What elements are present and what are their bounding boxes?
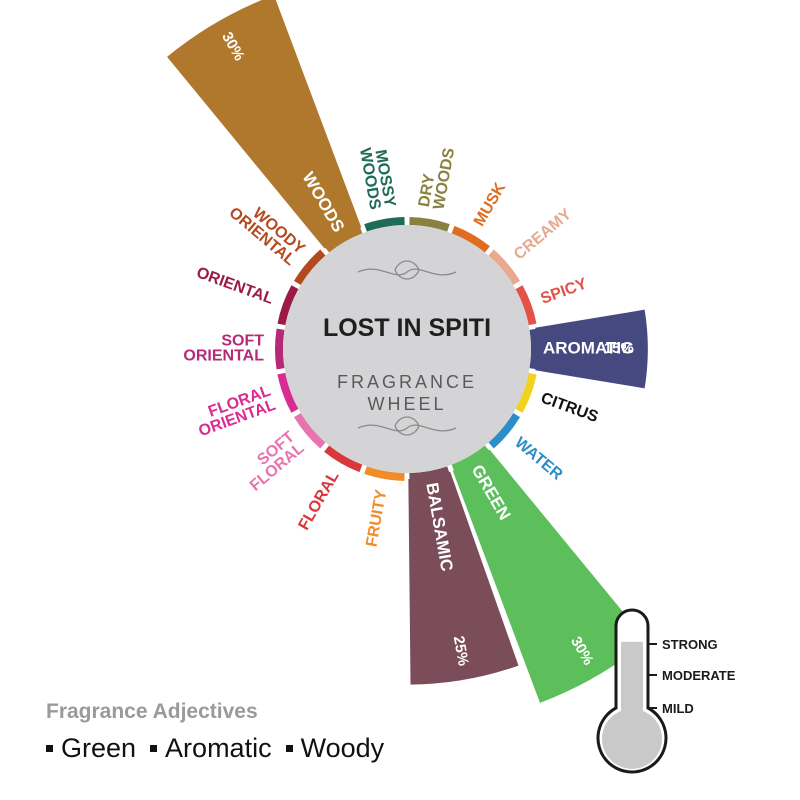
bullet-icon xyxy=(150,745,158,752)
ring-segment-citrus xyxy=(515,372,537,413)
wedge-aromatic xyxy=(535,309,648,389)
segment-label-soft-oriental: ORIENTAL xyxy=(183,348,264,365)
segment-label-dry-woods: DRY xyxy=(416,172,439,208)
ring-segment-water xyxy=(488,413,521,449)
segment-label-creamy: CREAMY xyxy=(511,206,575,264)
segment-label-fruity: FRUITY xyxy=(363,488,390,548)
ring-segment-woods xyxy=(324,225,363,253)
ring-segment-creamy xyxy=(488,249,521,285)
adjective-label: Woody xyxy=(300,733,385,763)
center-title: LOST IN SPITI xyxy=(323,314,491,342)
center-subtitle-line1: FRAGRANCE xyxy=(337,372,477,392)
thermometer-fill xyxy=(602,641,663,769)
adjective-item: Green xyxy=(46,733,136,764)
ring-segments xyxy=(275,217,539,481)
thermometer-moderate-label: MODERATE xyxy=(662,668,736,683)
bullet-icon xyxy=(285,745,293,752)
wedge-layer xyxy=(167,0,648,703)
wedge-value-aromatic: 15% xyxy=(604,340,634,357)
ring-segment-green xyxy=(451,445,490,473)
ring-segment-balsamic xyxy=(409,466,450,481)
ring-segment-mossy-woods xyxy=(364,217,405,232)
ring-segment-fruity xyxy=(364,466,405,481)
adjectives-list: Green Aromatic Woody xyxy=(46,733,384,764)
segment-label-water: WATER xyxy=(511,434,566,484)
wedge-value-balsamic: 25% xyxy=(450,635,472,668)
thermometer-ticks xyxy=(648,643,657,709)
adjectives-title: Fragrance Adjectives xyxy=(46,700,258,723)
thermometer-strong-label: STRONG xyxy=(662,637,718,652)
ring-segment-floral xyxy=(324,445,363,473)
ring-segment-floral-oriental xyxy=(277,372,299,413)
segment-label-floral: FLORAL xyxy=(295,468,342,533)
adjective-item: Woody xyxy=(285,733,385,764)
ring-segment-musk xyxy=(451,225,490,253)
ring-segment-aromatic xyxy=(529,328,539,370)
adjective-label: Aromatic xyxy=(165,733,272,763)
bullet-icon xyxy=(46,745,53,752)
ring-segment-spicy xyxy=(515,285,537,326)
thermometer-mild-label: MILD xyxy=(662,701,694,716)
flourish-top-icon xyxy=(357,260,457,280)
wedge-balsamic xyxy=(408,471,519,685)
segment-label-citrus: CITRUS xyxy=(539,390,601,426)
segment-label-musk: MUSK xyxy=(471,180,510,230)
ring-segment-soft-oriental xyxy=(275,328,285,370)
segment-label-soft-oriental: SOFT xyxy=(221,333,264,350)
thermometer: STRONG MODERATE MILD xyxy=(596,608,736,774)
center-disc: LOST IN SPITI FRAGRANCE WHEEL xyxy=(283,225,531,473)
wedge-green xyxy=(452,449,647,703)
flourish-bottom-icon xyxy=(357,416,457,436)
adjective-item: Aromatic xyxy=(150,733,272,764)
wedge-woods xyxy=(167,0,362,249)
segment-label-oriental: ORIENTAL xyxy=(194,264,276,308)
ring-segment-oriental xyxy=(277,285,299,326)
ring-segment-dry-woods xyxy=(409,217,450,232)
wedge-label-aromatic: AROMATIC xyxy=(543,338,633,357)
ring-segment-soft-floral xyxy=(293,413,326,449)
ring-segment-woody-oriental xyxy=(293,249,326,285)
center-subtitle-line2: WHEEL xyxy=(367,394,446,414)
segment-label-spicy: SPICY xyxy=(538,275,589,308)
adjective-label: Green xyxy=(61,733,137,763)
